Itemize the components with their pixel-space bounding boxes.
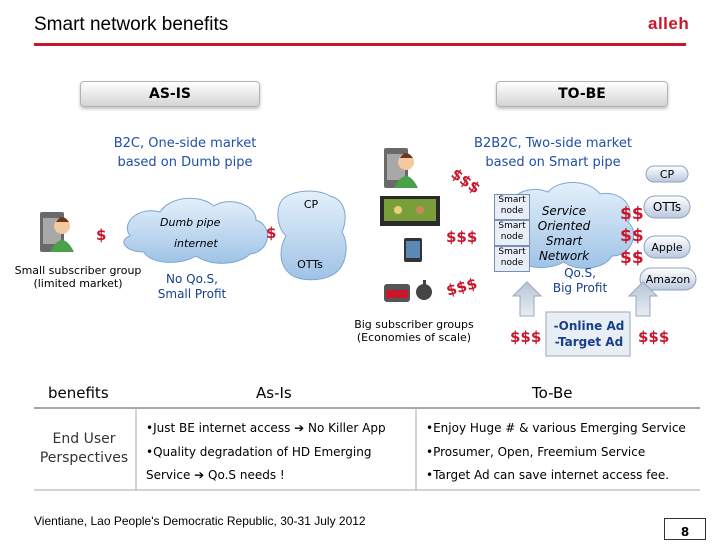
apple-device-icon (416, 280, 432, 300)
ad-box (545, 311, 631, 357)
internet-label: internet (174, 237, 218, 250)
youtube-device-icon (384, 284, 410, 302)
as-is-otts-label: OTTs (297, 258, 323, 271)
as-is-user-money: $ (96, 226, 107, 244)
page-number: 8 (664, 518, 706, 540)
big-subscriber-line2: (Economies of scale) (356, 331, 472, 344)
small-subscriber-group: Small subscriber group (limited market) (6, 264, 150, 290)
ad-line1: -Online Ad (553, 319, 625, 333)
smart-network-line2: Oriented (537, 219, 591, 233)
to-be-result-line1: Qo.S, (564, 266, 596, 280)
table-col-to-be: To-Be (532, 384, 573, 402)
as-is-user-icon (40, 212, 74, 252)
table-col-as-is: As-Is (256, 384, 292, 402)
as-is-header: AS-IS (80, 81, 260, 107)
as-is-bullet-3: Service ➔ Qo.S needs ! (146, 468, 285, 482)
to-be-user-icon (384, 148, 418, 188)
smart-network-line3: Smart (545, 234, 583, 248)
to-be-apple-pill (643, 235, 691, 259)
company-logo: alleh (648, 14, 690, 33)
as-is-cp-label: CP (303, 198, 319, 211)
to-be-header: TO-BE (496, 81, 668, 107)
provider-money-1: $$ (620, 204, 644, 224)
small-subscriber-line2: (limited market) (33, 277, 123, 290)
provider-money-2: $$ (620, 226, 644, 246)
to-be-device-money-mid: $$$ (446, 228, 478, 246)
to-be-subtitle: B2B2C, Two-side market based on Smart pi… (438, 134, 668, 172)
slide-title: Smart network benefits (34, 14, 229, 35)
to-be-amazon-label: Amazon (645, 273, 691, 286)
smart-node-2: Smart node (494, 220, 530, 246)
to-be-bullet-2: •Prosumer, Open, Freemium Service (426, 445, 646, 459)
to-be-otts-label: OTTs (652, 200, 682, 214)
as-is-provider-cloud (277, 190, 347, 281)
as-is-subtitle-line2: based on Dumb pipe (117, 155, 253, 170)
small-subscriber-line1: Small subscriber group (14, 264, 142, 277)
tablet-device-icon (404, 238, 422, 262)
smart-network-line1: Service (541, 204, 587, 218)
tv-device-icon (380, 196, 440, 226)
table-col-benefits: benefits (48, 384, 109, 402)
ad-money-left: $$$ (510, 328, 542, 346)
ad-up-arrow-right (627, 281, 659, 317)
to-be-apple-label: Apple (651, 241, 683, 254)
to-be-result: Qo.S, Big Profit (542, 266, 618, 296)
ad-up-arrow-left (511, 281, 543, 317)
to-be-bullet-3: •Target Ad can save internet access fee. (426, 468, 670, 482)
smart-network-line4: Network (538, 249, 590, 263)
to-be-cp-label: CP (659, 168, 675, 181)
as-is-result-line2: Small Profit (157, 287, 227, 301)
as-is-result: No Qo.S, Small Profit (148, 272, 236, 302)
to-be-result-line2: Big Profit (552, 281, 608, 295)
row-label-line2: Perspectives (39, 450, 129, 466)
to-be-cp-pill (645, 165, 689, 183)
big-subscriber-line1: Big subscriber groups (354, 318, 474, 331)
title-rule (34, 43, 686, 46)
to-be-bullet-1: •Enjoy Huge # & various Emerging Service (426, 421, 686, 435)
as-is-subtitle: B2C, One-side market based on Dumb pipe (80, 134, 290, 172)
as-is-result-line1: No Qo.S, (166, 272, 218, 286)
dumb-pipe-cloud (123, 197, 268, 264)
to-be-amazon-pill (639, 267, 697, 291)
slide-footer: Vientiane, Lao People's Democratic Repub… (34, 514, 366, 528)
dumb-pipe-label: Dumb pipe (160, 216, 221, 229)
table-row-label: End User Perspectives (34, 430, 134, 468)
row-label-line1: End User (52, 431, 116, 447)
as-is-bullet-2: •Quality degradation of HD Emerging (146, 445, 372, 459)
ad-box-text: -Online Ad -Target Ad (548, 318, 630, 350)
smart-node-1: Smart node (494, 194, 530, 220)
smart-node-3: Smart node (494, 246, 530, 272)
to-be-otts-pill (643, 195, 691, 219)
ad-line2: -Target Ad (554, 335, 624, 349)
as-is-cp-money: $ (266, 224, 277, 242)
provider-money-3: $$ (620, 248, 644, 268)
as-is-bullet-1: •Just BE internet access ➔ No Killer App (146, 421, 386, 435)
big-subscriber-groups: Big subscriber groups (Economies of scal… (344, 318, 484, 344)
as-is-subtitle-line1: B2C, One-side market (113, 136, 257, 151)
smart-network-label: Service Oriented Smart Network (530, 204, 598, 264)
ad-money-right: $$$ (638, 328, 670, 346)
to-be-subtitle-line2: based on Smart pipe (485, 155, 621, 170)
to-be-subtitle-line1: B2B2C, Two-side market (474, 136, 632, 151)
